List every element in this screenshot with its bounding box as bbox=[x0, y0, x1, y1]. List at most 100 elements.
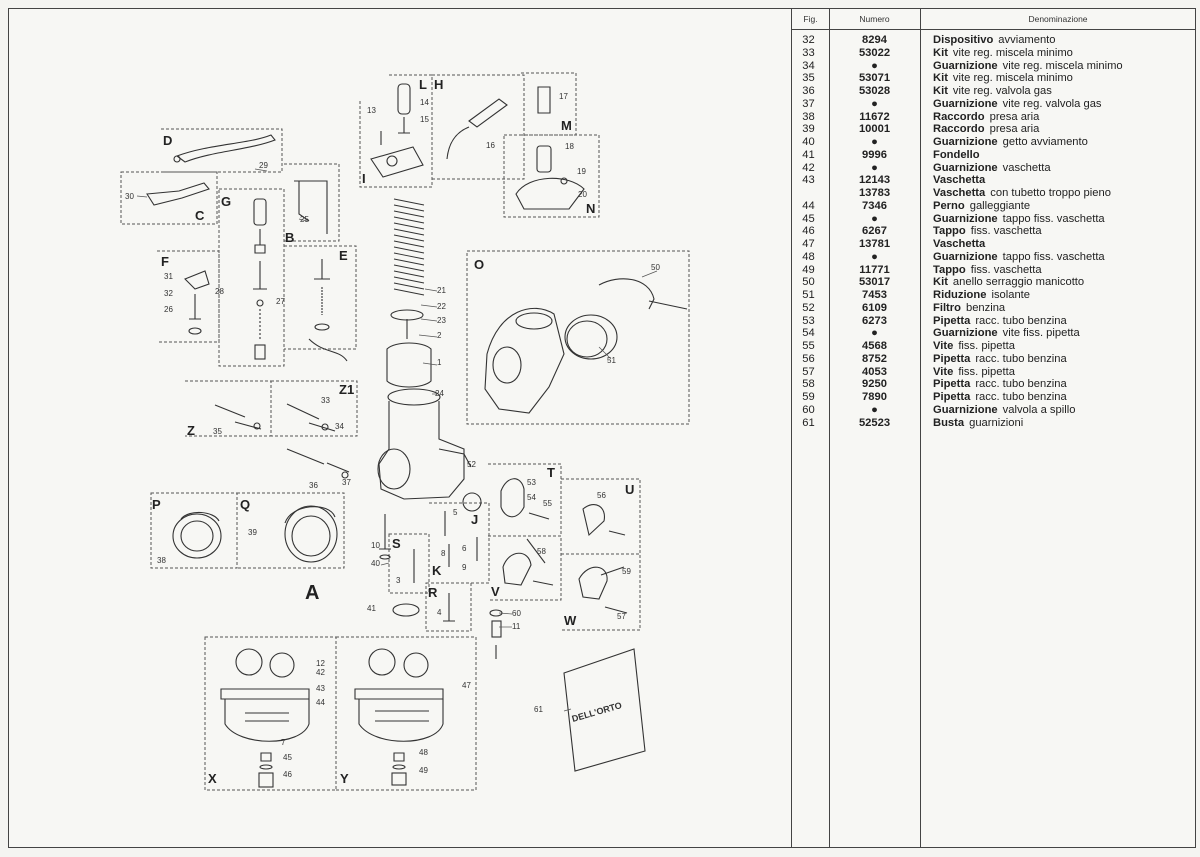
callout: 31 bbox=[164, 272, 173, 281]
group-letter-u: U bbox=[625, 482, 635, 497]
callout: 24 bbox=[435, 389, 444, 398]
callout: 21 bbox=[437, 286, 446, 295]
row-part-desc: vite reg. miscela minimo bbox=[1002, 59, 1123, 72]
row-part-name: Vaschetta bbox=[933, 174, 986, 187]
callout: 45 bbox=[283, 753, 292, 762]
row-part-desc: fiss. vaschetta bbox=[970, 263, 1042, 276]
row-denominazione: Raccordo presa aria bbox=[933, 111, 1195, 124]
callout: 22 bbox=[437, 302, 446, 311]
callout: 54 bbox=[527, 493, 536, 502]
row-part-name: Raccordo bbox=[933, 110, 985, 123]
callout: 48 bbox=[419, 748, 428, 757]
row-part-desc: vite reg. valvola gas bbox=[952, 85, 1052, 97]
callout: 51 bbox=[607, 356, 616, 365]
callout: 42 bbox=[316, 668, 325, 677]
main-assembly-label: A bbox=[305, 582, 320, 604]
numero-column bbox=[829, 9, 921, 847]
row-part-name: Guarnizione bbox=[933, 327, 998, 340]
group-letter-n: N bbox=[586, 201, 596, 216]
callout: 13 bbox=[367, 106, 376, 115]
row-numero: 52523 bbox=[858, 416, 891, 429]
header-denominazione: Denominazione bbox=[920, 9, 1196, 30]
callout: 40 bbox=[371, 559, 380, 568]
row-part-name: Raccordo bbox=[933, 123, 985, 136]
row-part-desc: presa aria bbox=[989, 110, 1040, 123]
row-part-name: Guarnizione bbox=[933, 250, 998, 263]
callout: 50 bbox=[651, 263, 660, 272]
row-part-name: Guarnizione bbox=[933, 161, 998, 174]
callout: 56 bbox=[597, 491, 606, 500]
row-numero: 10001 bbox=[858, 123, 891, 136]
row-part-desc: benzina bbox=[965, 301, 1006, 314]
callout: 3 bbox=[396, 576, 401, 585]
row-part-desc: tappo fiss. vaschetta bbox=[1002, 250, 1105, 263]
row-part-name: Riduzione bbox=[933, 289, 987, 301]
callout: 39 bbox=[248, 528, 257, 537]
callout: 1 bbox=[437, 358, 442, 367]
row-part-name: Kit bbox=[933, 276, 948, 289]
callout: 46 bbox=[283, 770, 292, 779]
row-numero: 4053 bbox=[862, 365, 887, 378]
row-numero: 11672 bbox=[859, 110, 890, 123]
row-numero: 6273 bbox=[862, 314, 887, 327]
row-part-name: Guarnizione bbox=[933, 212, 998, 225]
row-part-name: Pipetta bbox=[933, 378, 971, 391]
row-part-name: Pipetta bbox=[933, 314, 971, 327]
row-numero: 7453 bbox=[862, 289, 887, 301]
row-part-desc: vite fiss. pipetta bbox=[1002, 327, 1080, 340]
callout: 37 bbox=[342, 478, 351, 487]
row-numero: ● bbox=[871, 250, 878, 263]
row-fig: 49 bbox=[802, 263, 815, 276]
row-part-name: Guarnizione bbox=[933, 59, 998, 72]
callout: 28 bbox=[215, 287, 224, 296]
row-fig: 52 bbox=[802, 301, 815, 314]
callout: 29 bbox=[259, 161, 268, 170]
callout: 27 bbox=[276, 297, 285, 306]
row-part-name: Tappo bbox=[933, 225, 966, 238]
callout: 18 bbox=[565, 142, 574, 151]
row-denominazione: Guarnizione tappo fiss. vaschetta bbox=[933, 251, 1195, 264]
group-letter-p: P bbox=[152, 497, 161, 512]
row-fig: 60 bbox=[802, 403, 815, 416]
group-letter-m: M bbox=[561, 118, 572, 133]
row-fig: 41 bbox=[802, 148, 815, 161]
group-letter-z: Z bbox=[187, 423, 195, 438]
row-part-name: Perno bbox=[933, 199, 965, 212]
callout: 52 bbox=[467, 460, 476, 469]
row-fig: 57 bbox=[802, 365, 815, 378]
row-denominazione: Guarnizione vite reg. miscela minimo bbox=[933, 60, 1195, 73]
row-part-name: Tappo bbox=[933, 263, 966, 276]
row-part-desc: vite reg. valvola gas bbox=[1002, 97, 1102, 110]
callout: 26 bbox=[164, 305, 173, 314]
row-numero: 7346 bbox=[862, 199, 887, 212]
row-numero: ● bbox=[871, 327, 878, 340]
row-numero: 12143 bbox=[858, 174, 891, 187]
callout: 4 bbox=[437, 608, 442, 617]
group-letter-e: E bbox=[339, 248, 348, 263]
row-part-name: Vaschetta bbox=[933, 238, 986, 250]
table-row: 54 ● Guarnizione vite fiss. pipetta bbox=[792, 327, 1196, 340]
row-numero: 13781 bbox=[858, 238, 891, 250]
row-part-name: Vite bbox=[933, 340, 954, 352]
row-denominazione: Vaschetta bbox=[933, 238, 1195, 251]
group-letter-s: S bbox=[392, 536, 401, 551]
row-fig: 54 bbox=[802, 327, 815, 340]
group-letter-l: L bbox=[419, 77, 427, 92]
callout: 9 bbox=[462, 563, 467, 572]
row-part-name: Guarnizione bbox=[933, 97, 998, 110]
row-part-desc: galleggiante bbox=[969, 199, 1031, 212]
callout: 14 bbox=[420, 98, 429, 107]
